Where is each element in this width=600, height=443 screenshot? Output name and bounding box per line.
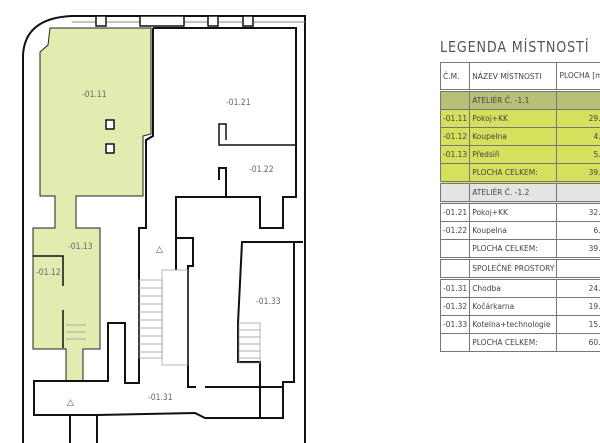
cell-cm: -01.33 [439,315,471,334]
cell-name: Koupelna [469,221,558,240]
cell-name: Pokoj+KK [469,201,558,222]
room-label-0121: -01.21 [226,98,251,108]
cell-cm: -01.13 [439,145,471,164]
cell-cm: -01.32 [439,297,471,316]
cell-cm: -01.11 [439,109,471,128]
stairs [66,269,261,366]
legend-title: LEGENDA MÍSTNOSTÍ [440,38,590,56]
cell-area: 6.89 [556,221,600,240]
cell-name: Předsíň [469,145,558,164]
cell-area: 32.75 [556,201,600,222]
cell-cm: -01.12 [439,127,471,146]
total-value: 39.64 [556,239,600,259]
level-marker-icon: △ [156,245,163,255]
level-marker-icon: △ [67,398,74,408]
room-label-0111: -01.11 [82,90,107,100]
total-value: 60.04 [556,333,600,352]
cell-area: 19.49 [556,297,600,316]
cell-area: 29.48 [556,109,600,128]
total-label: PLOCHA CELKEM: [469,163,558,183]
header-name: NÁZEV MÍSTNOSTI [469,62,558,91]
cell-name: Pokoj+KK [469,109,558,128]
legend-header-row: Č.M. NÁZEV MÍSTNOSTI PLOCHA [m2] [439,62,600,91]
total-row: PLOCHA CELKEM:39.64 [439,239,600,259]
total-value: 39.36 [556,163,600,183]
cell-area: 5.54 [556,145,600,164]
section-title: ATELIÉR Č. -1.1 [469,89,558,110]
section-row: SPOLEČNÉ PROSTORY [439,257,600,279]
floor-plan: -01.11 -01.21 -01.22 -01.13 -01.12 -01.3… [22,15,306,443]
columns [95,15,254,154]
room-label-0112: -01.12 [36,268,61,278]
section-row: ATELIÉR Č. -1.1 [439,89,600,110]
cell-cm: -01.21 [439,201,471,222]
total-row: PLOCHA CELKEM:60.04 [439,333,600,352]
room-label-0131: -01.31 [148,393,173,403]
room-label-0133: -01.33 [256,297,281,307]
section-row: ATELIÉR Č. -1.2 [439,181,600,203]
header-area: PLOCHA [m2] [556,62,600,91]
apartment-1-1-highlight [32,27,152,382]
cell-area: 24.70 [556,277,600,298]
total-label: PLOCHA CELKEM: [469,239,558,259]
cell-cm: -01.22 [439,221,471,240]
cell-name: Chodba [469,277,558,298]
header-cm: Č.M. [439,62,471,91]
cell-area: 4.34 [556,127,600,146]
legend-table: Č.M. NÁZEV MÍSTNOSTI PLOCHA [m2] ATELIÉR… [439,62,600,352]
cell-cm: -01.31 [439,277,471,298]
total-row: PLOCHA CELKEM:39.36 [439,163,600,183]
section-title: SPOLEČNÉ PROSTORY [469,257,558,279]
section-title: ATELIÉR Č. -1.2 [469,181,558,203]
total-label: PLOCHA CELKEM: [469,333,558,352]
cell-area: 15.85 [556,315,600,334]
cell-name: Kočárkarna [469,297,558,316]
room-label-0122: -01.22 [249,165,274,175]
cell-name: Koupelna [469,127,558,146]
walls [22,15,306,443]
cell-name: Kotelna+technologie [469,315,558,334]
room-label-0113: -01.13 [68,242,93,252]
